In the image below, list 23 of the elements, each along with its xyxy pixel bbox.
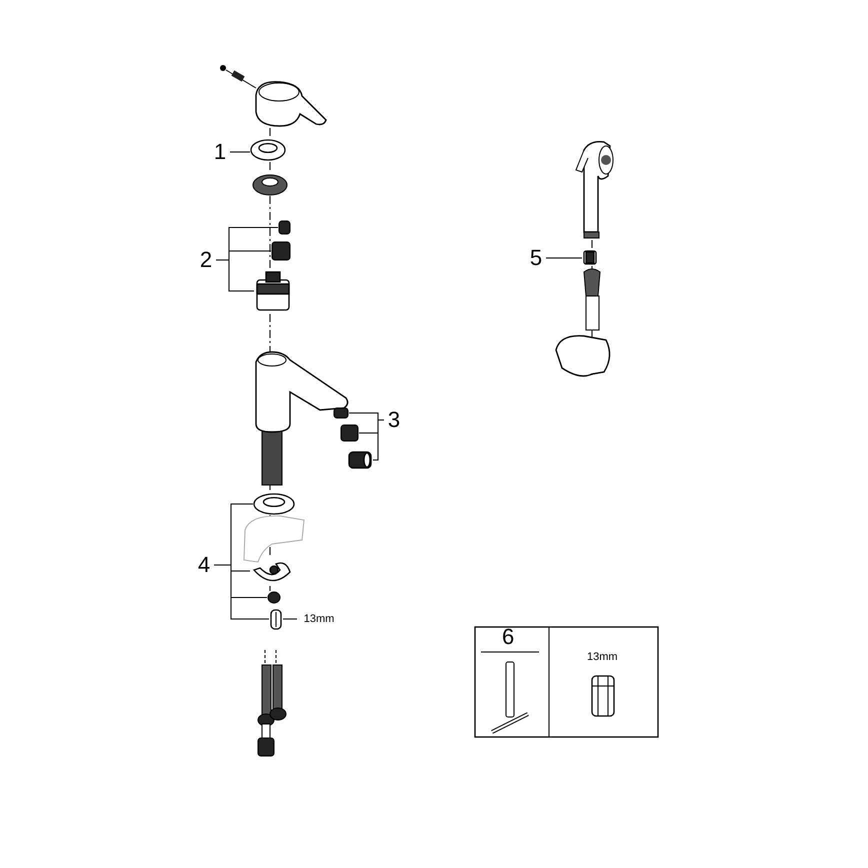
callout-number: 5 (528, 246, 544, 270)
ring-part (253, 493, 295, 515)
nut-part (267, 591, 281, 604)
insert-part (271, 241, 291, 261)
adapter-part (582, 249, 598, 266)
cap-part (269, 607, 283, 631)
leader-line (214, 564, 270, 620)
leader-line (372, 420, 384, 460)
callout-number: 6 (502, 626, 514, 648)
washer-part (333, 407, 349, 419)
callout-number: 3 (386, 408, 402, 432)
ring-part (250, 139, 286, 161)
leader-line (282, 618, 298, 620)
dimension-label: 13mm (299, 611, 339, 627)
cartridge-part (254, 270, 292, 312)
aerator-insert-part (340, 424, 359, 442)
callout-number: 2 (198, 248, 214, 272)
callout-number: 4 (196, 553, 212, 577)
aerator-part (347, 449, 373, 471)
leader-line (216, 260, 254, 292)
callout-number: 1 (212, 140, 228, 164)
screw-part (278, 220, 291, 235)
dimension-label: 13mm (587, 652, 618, 663)
